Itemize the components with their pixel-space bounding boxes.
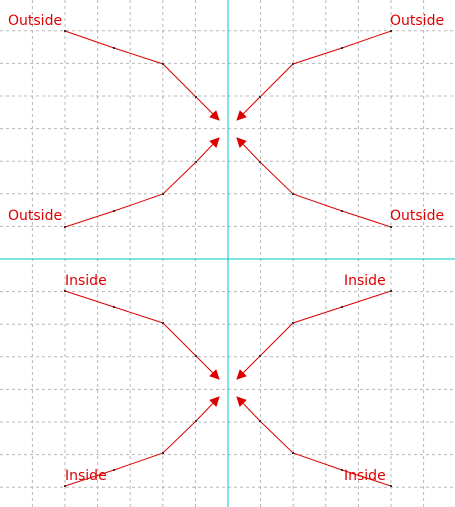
line-node — [292, 452, 294, 454]
line-node — [162, 63, 164, 65]
inside-top-right-line — [236, 290, 392, 380]
outside-top-left-label: Outside — [8, 13, 62, 29]
line-node — [195, 355, 197, 357]
line-node — [113, 306, 115, 308]
line-node — [259, 355, 261, 357]
inside-bottom-left-label: Inside — [65, 468, 107, 484]
line-node — [113, 469, 115, 471]
line-node — [195, 96, 197, 98]
line-node — [390, 290, 392, 292]
line-node — [341, 210, 343, 212]
line-node — [341, 47, 343, 49]
line-node — [195, 161, 197, 163]
outside-bottom-left-label: Outside — [8, 208, 62, 224]
line-node — [292, 322, 294, 324]
line-node — [259, 420, 261, 422]
line-node — [390, 485, 392, 487]
inside-group: Inside Inside Inside Inside — [64, 273, 392, 487]
line-node — [259, 161, 261, 163]
line-node — [162, 452, 164, 454]
line-node — [113, 210, 115, 212]
line-node — [390, 30, 392, 32]
line-node — [390, 226, 392, 228]
line-node — [292, 63, 294, 65]
inside-bottom-right-label: Inside — [344, 468, 386, 484]
line-node — [195, 420, 197, 422]
line-node — [64, 30, 66, 32]
outside-bottom-right-label: Outside — [390, 208, 444, 224]
line-node — [162, 322, 164, 324]
line-node — [64, 485, 66, 487]
inside-top-left-line — [64, 290, 220, 380]
line-node — [64, 290, 66, 292]
inside-top-left-label: Inside — [65, 273, 107, 289]
line-node — [64, 226, 66, 228]
line-node — [341, 469, 343, 471]
line-node — [341, 306, 343, 308]
outside-group: Outside Outside Outside Outside — [8, 13, 444, 228]
line-node — [259, 96, 261, 98]
inside-top-right-label: Inside — [344, 273, 386, 289]
line-node — [162, 193, 164, 195]
line-node — [292, 193, 294, 195]
outside-top-right-label: Outside — [390, 13, 444, 29]
line-node — [113, 47, 115, 49]
